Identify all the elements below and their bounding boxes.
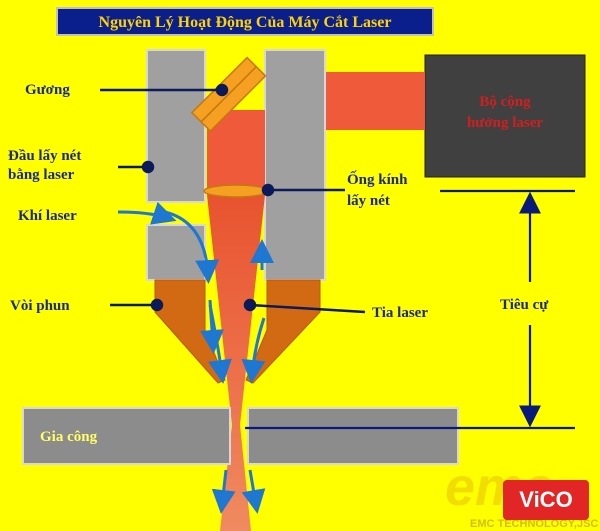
vico-logo-box (503, 480, 589, 520)
watermark-company: EMC TECHNOLOGY,JSC (470, 518, 598, 530)
nozzle-label: Vòi phun (10, 298, 70, 314)
focused-laser-cone (207, 195, 265, 531)
vico-logo-text: ViCO (519, 487, 572, 512)
laser-beam-label: Tia laser (372, 305, 428, 321)
focus-head-label-line2: bằng laser (8, 167, 75, 183)
resonator-label-line2: hưởng laser (467, 115, 543, 131)
leader-mirror-dot (215, 83, 229, 97)
gas-arrow-inlet (117, 201, 177, 225)
focus-lens-label-line1: Ống kính (347, 170, 408, 188)
title-banner (56, 7, 434, 36)
leader-nozzle-dot (150, 298, 164, 312)
laser-gas-label: Khí laser (18, 208, 77, 224)
cutting-head-left-wall (146, 49, 206, 203)
focus-lens-label-line2: lấy nét (347, 193, 390, 209)
cutting-head-right-wall (264, 49, 326, 281)
leader-lens-dot (261, 183, 275, 197)
gas-arrow-left-curve (208, 304, 232, 384)
workpiece-left (22, 407, 231, 465)
gas-arrow-swirl-left (164, 210, 220, 284)
gas-arrow-exit-left (211, 469, 236, 514)
leader-laser-beam-dot (243, 298, 257, 312)
gas-arrow-right-lower (241, 317, 266, 384)
gas-arrow-exit-right (241, 469, 266, 514)
workpiece-right (247, 407, 459, 465)
workpiece-label: Gia công (40, 429, 98, 445)
focal-length-indicator (245, 189, 575, 430)
nozzle-right (245, 279, 321, 384)
gas-flow-arrows (117, 201, 274, 514)
focusing-lens (203, 184, 269, 198)
diagram-title: Nguyên Lý Hoạt Động Của Máy Cắt Laser (99, 14, 392, 31)
leader-lines (100, 83, 366, 314)
leader-focus-head-dot (141, 160, 155, 174)
leader-laser-beam (249, 303, 366, 314)
mirror-label: Gương (25, 82, 70, 98)
focus-head-label-line1: Đầu lấy nét (8, 148, 81, 164)
resonator-label-line1: Bộ cộng (479, 94, 531, 110)
focal-length-label: Tiêu cự (500, 297, 549, 313)
laser-resonator-box (424, 54, 586, 178)
